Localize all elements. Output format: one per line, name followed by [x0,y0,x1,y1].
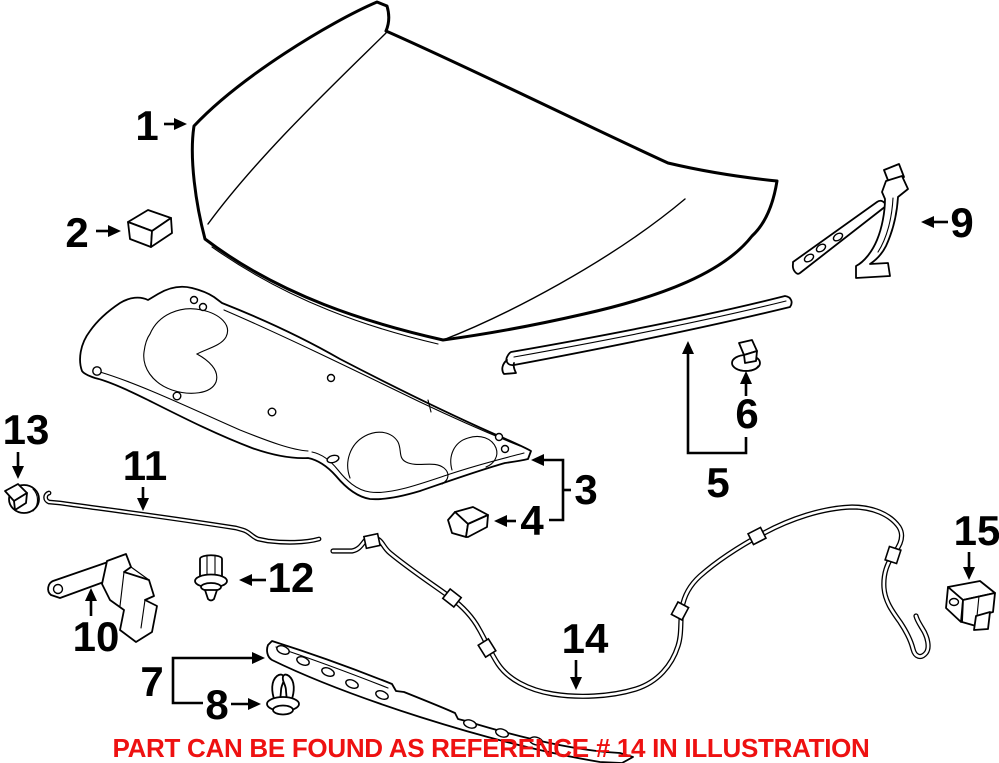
callout-15: 15 [954,507,999,580]
callout-13: 13 [3,406,50,479]
arrow-head-icon [12,466,24,479]
hood-cushion [127,209,173,248]
callout-8: 8 [205,681,261,728]
support-rod [43,490,322,545]
release-cable [330,504,931,699]
bracket-line [544,458,565,522]
callout-label: 1 [135,102,158,149]
bracket-line [686,353,748,455]
callout-label: 3 [574,466,597,513]
callout-label: 12 [268,554,315,601]
callout-label: 8 [205,681,228,728]
arrow-head-icon [740,371,752,384]
arrow-head-icon [137,498,149,511]
callout-label: 4 [520,497,544,544]
callout-7: 7 [140,652,265,705]
callout-label: 13 [3,406,50,453]
bracket-line [171,656,253,705]
arrow-head-icon [963,567,975,580]
callout-label: 11 [123,442,167,489]
arrow-head-icon [85,588,97,601]
callout-label: 9 [950,199,973,246]
callout-12: 12 [239,554,314,601]
arrow-head-icon [921,216,934,228]
arrow-head-icon [494,515,507,527]
hood-crease-left [207,32,387,225]
callout-label: 15 [954,507,999,554]
arrow-head-icon [248,698,261,710]
arrow-head-icon [682,341,694,354]
callout-label: 5 [706,459,729,506]
latch-bracket [47,553,158,643]
callout-10: 10 [73,588,120,660]
callout-label: 14 [562,615,609,662]
seal-clip [731,339,761,372]
hood-insulator [79,285,532,501]
reference-note: PART CAN BE FOUND AS REFERENCE # 14 IN I… [112,733,869,763]
callout-1: 1 [135,102,187,149]
arrow-head-icon [239,574,252,586]
callout-label: 7 [140,658,163,705]
arrow-head-icon [252,652,265,664]
cable-clip-bead [362,526,902,659]
callout-4: 4 [494,497,544,544]
molding-clip [266,673,300,716]
callout-label: 10 [73,613,120,660]
insulator-cushion [447,506,489,538]
hood-hinge [791,163,909,279]
callout-11: 11 [123,442,167,511]
rod-clip [194,554,228,602]
arrow-head-icon [531,454,544,466]
hood-front-flange [211,246,439,345]
hood-panel [190,0,779,345]
front-molding [266,640,634,763]
arrow-head-icon [108,225,121,237]
callouts: 1 2 3 4 5 6 7 [3,102,999,728]
arrow-head-icon [174,118,187,130]
arrow-head-icon [570,677,582,690]
rod-grommet [4,483,40,514]
hood-seal-strip [501,295,793,375]
callout-5: 5 [682,341,748,506]
callout-9: 9 [921,199,974,246]
callout-label: 2 [65,209,88,256]
hood-crease-front [442,198,686,341]
callout-3: 3 [531,454,598,522]
cable-bracket [945,580,996,631]
callout-2: 2 [65,209,121,256]
callout-14: 14 [562,615,609,690]
callout-6: 6 [735,371,759,437]
callout-label: 6 [735,390,758,437]
